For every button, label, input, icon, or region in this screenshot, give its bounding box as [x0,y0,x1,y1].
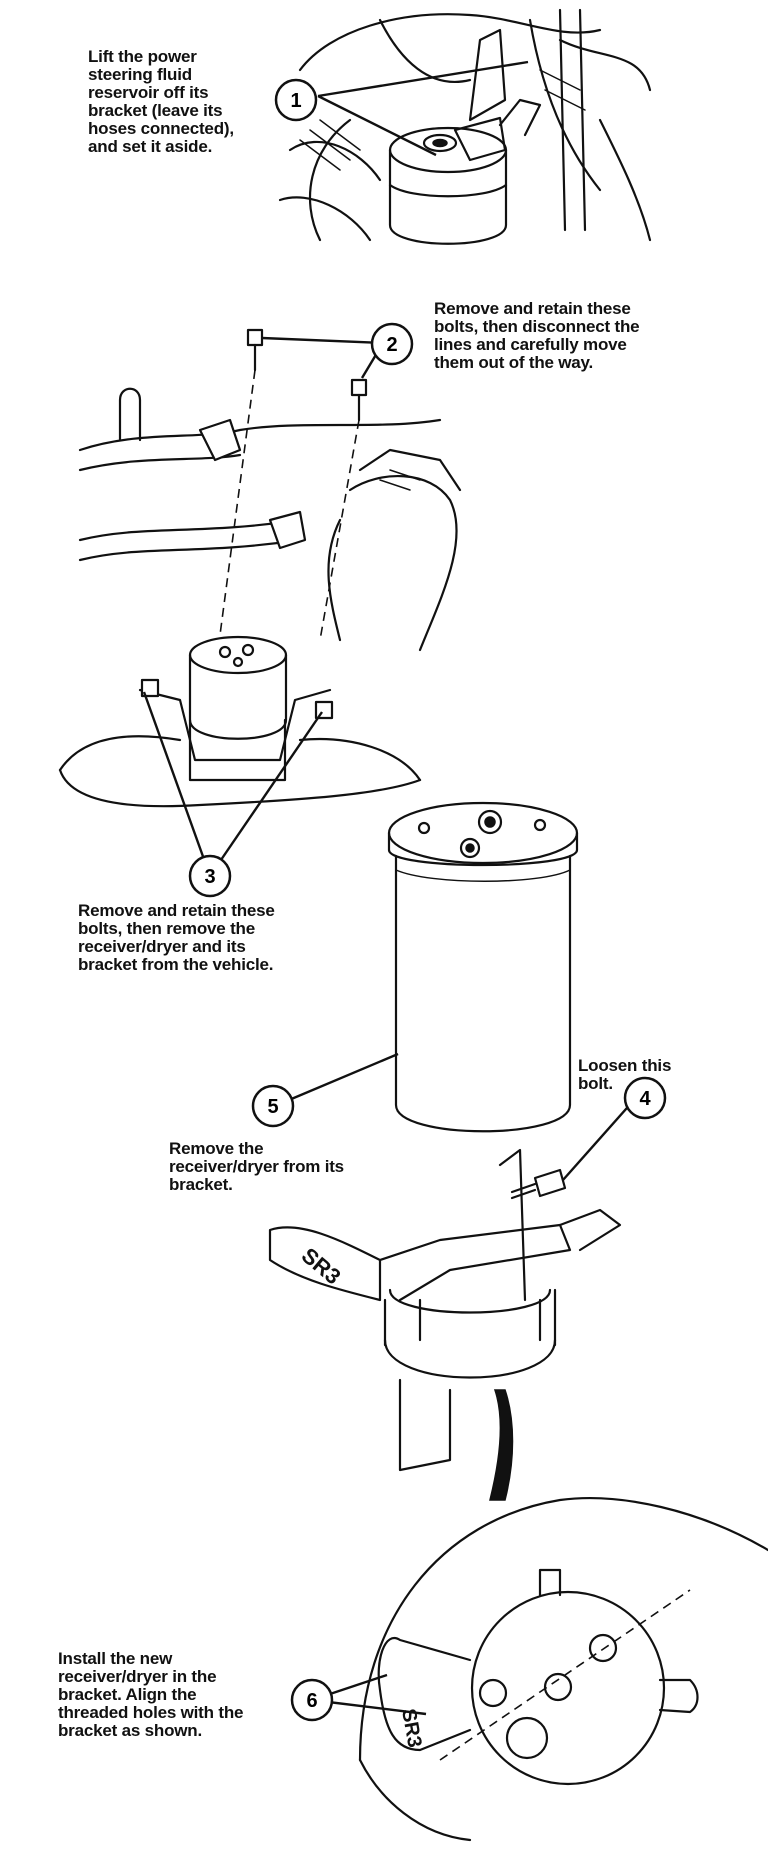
step-5-text: Remove the receiver/dryer from its brack… [169,1139,344,1194]
bracket-illustration [268,1148,622,1472]
step-3-text: Remove and retain these bolts, then remo… [78,901,275,974]
step-1-text: Lift the power steering fluid reservoir … [88,47,234,156]
lines-and-bolts-illustration [58,328,462,808]
callout-number: 4 [639,1088,651,1110]
callout-1: 1 [274,78,318,122]
callout-6: 6 [290,1678,334,1722]
callout-number: 3 [204,866,215,888]
alignment-detail-illustration: SR3 [358,1389,768,1842]
callout-5: 5 [251,1084,295,1128]
callout-number: 2 [386,334,397,356]
bracket-stamp-label: SR3 [297,1243,346,1290]
step-4-text: Loosen this bolt. [578,1056,672,1093]
callout-number: 1 [290,90,301,112]
step-6-text: Install the new receiver/dryer in the br… [58,1649,244,1740]
engine-bay-illustration [278,8,652,245]
receiver-dryer-illustration [387,801,579,1133]
callout-number: 5 [267,1096,278,1118]
callout-number: 6 [306,1690,317,1712]
callout-2: 2 [370,322,414,366]
step-2-text: Remove and retain these bolts, then disc… [434,299,640,372]
callout-4: 4 [623,1076,667,1120]
callout-3: 3 [188,854,232,898]
